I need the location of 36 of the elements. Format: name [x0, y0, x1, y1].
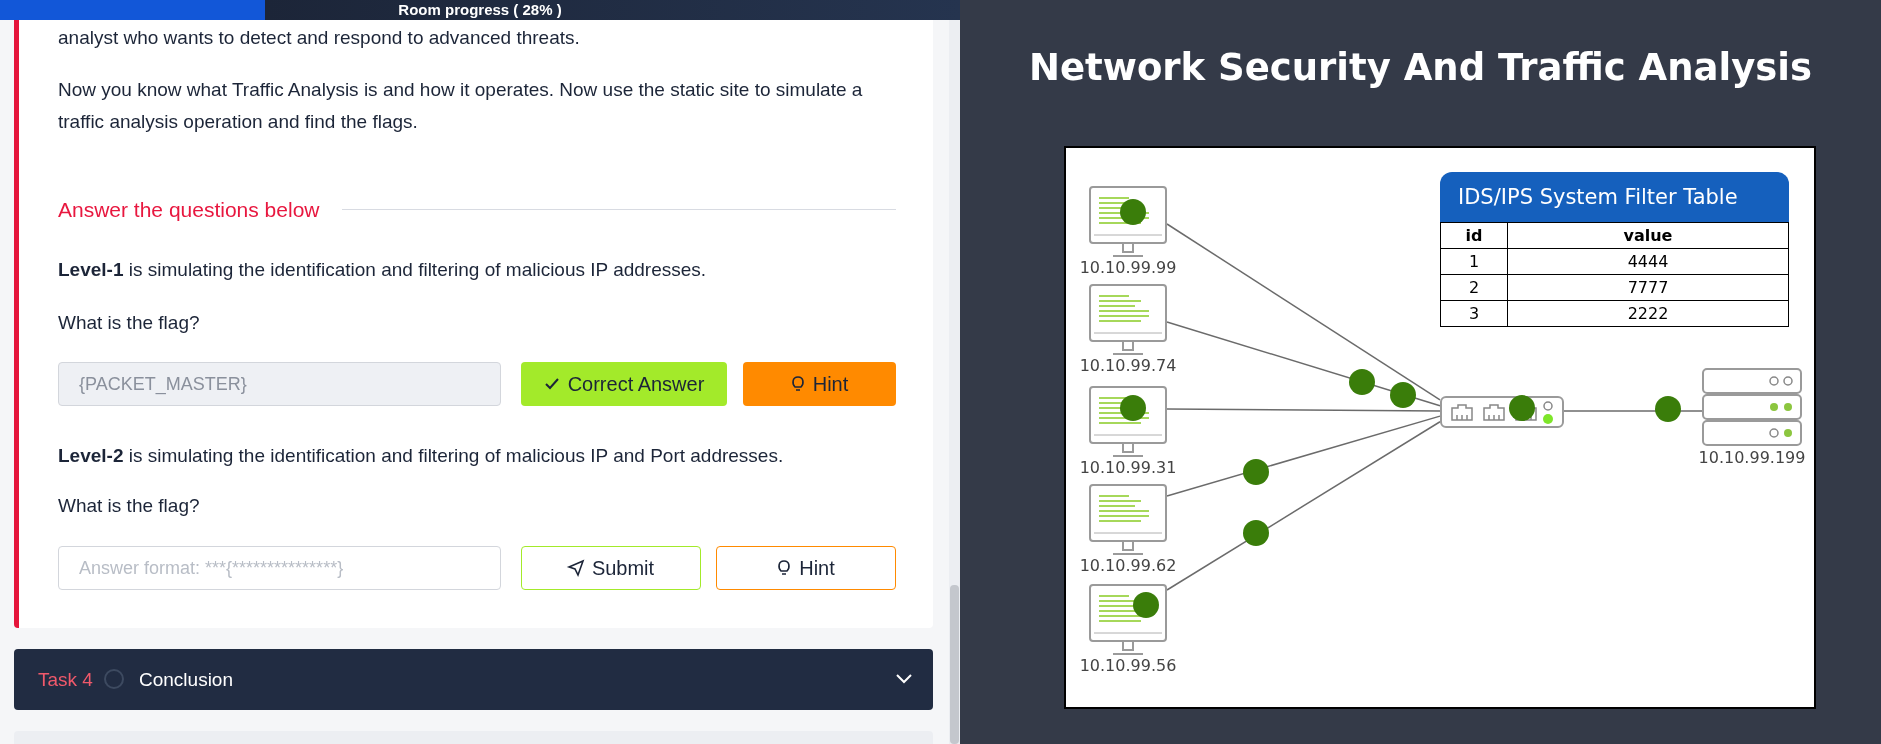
answer-field: Answer format: ***{***************} — [58, 546, 501, 590]
answer-field: {PACKET_MASTER} — [58, 362, 501, 406]
hint-button: Hint — [716, 546, 896, 590]
body-text: Now you know what Traffic Analysis is and how it operates. Now use the static site to simulate a traffic analysis operation and find the flags. — [58, 78, 864, 134]
column-header: id — [1440, 222, 1508, 249]
connector-line — [1166, 415, 1441, 497]
body-text: analyst who wants to detect and respond to advanced threats. — [58, 26, 581, 50]
table-cell: 4444 — [1507, 248, 1789, 275]
connector-line — [1166, 408, 1441, 412]
question-text: What is the flag? — [58, 494, 200, 518]
question-text: Level-1 is simulating the identification and filtering of malicious IP addresses. — [58, 258, 708, 282]
connector-line — [1166, 223, 1441, 401]
hint-button: Hint — [743, 362, 896, 406]
task-title: Conclusion — [139, 668, 233, 692]
ip-address-label: 10.10.99.62 — [1078, 556, 1178, 575]
ip-address-label: 10.10.99.99 — [1078, 258, 1178, 277]
progress-label: Room progress ( 28% ) — [397, 0, 563, 20]
task-number: Task 4 — [38, 668, 93, 692]
table-cell: 7777 — [1507, 274, 1789, 301]
table-cell: 3 — [1440, 300, 1508, 327]
question-text: Level-2 is simulating the identification and filtering of malicious IP and Port addresses. — [58, 444, 785, 468]
ip-address-label: 10.10.99.56 — [1078, 656, 1178, 675]
page-title: Network Security And Traffic Analysis — [1028, 46, 1813, 89]
table-title: IDS/IPS System Filter Table — [1440, 172, 1789, 222]
table-cell: 1 — [1440, 248, 1508, 275]
section-heading: Answer the questions below — [58, 197, 320, 223]
ip-address-label: 10.10.99.199 — [1697, 448, 1807, 467]
submit-button: Submit — [521, 546, 701, 590]
correct-answer-button: Correct Answer — [521, 362, 727, 406]
table-cell: 2222 — [1507, 300, 1789, 327]
question-text: What is the flag? — [58, 311, 200, 335]
table-cell: 2 — [1440, 274, 1508, 301]
connector-line — [1166, 421, 1441, 591]
ip-address-label: 10.10.99.74 — [1078, 356, 1178, 375]
column-header: value — [1507, 222, 1789, 249]
ip-address-label: 10.10.99.31 — [1078, 458, 1178, 477]
